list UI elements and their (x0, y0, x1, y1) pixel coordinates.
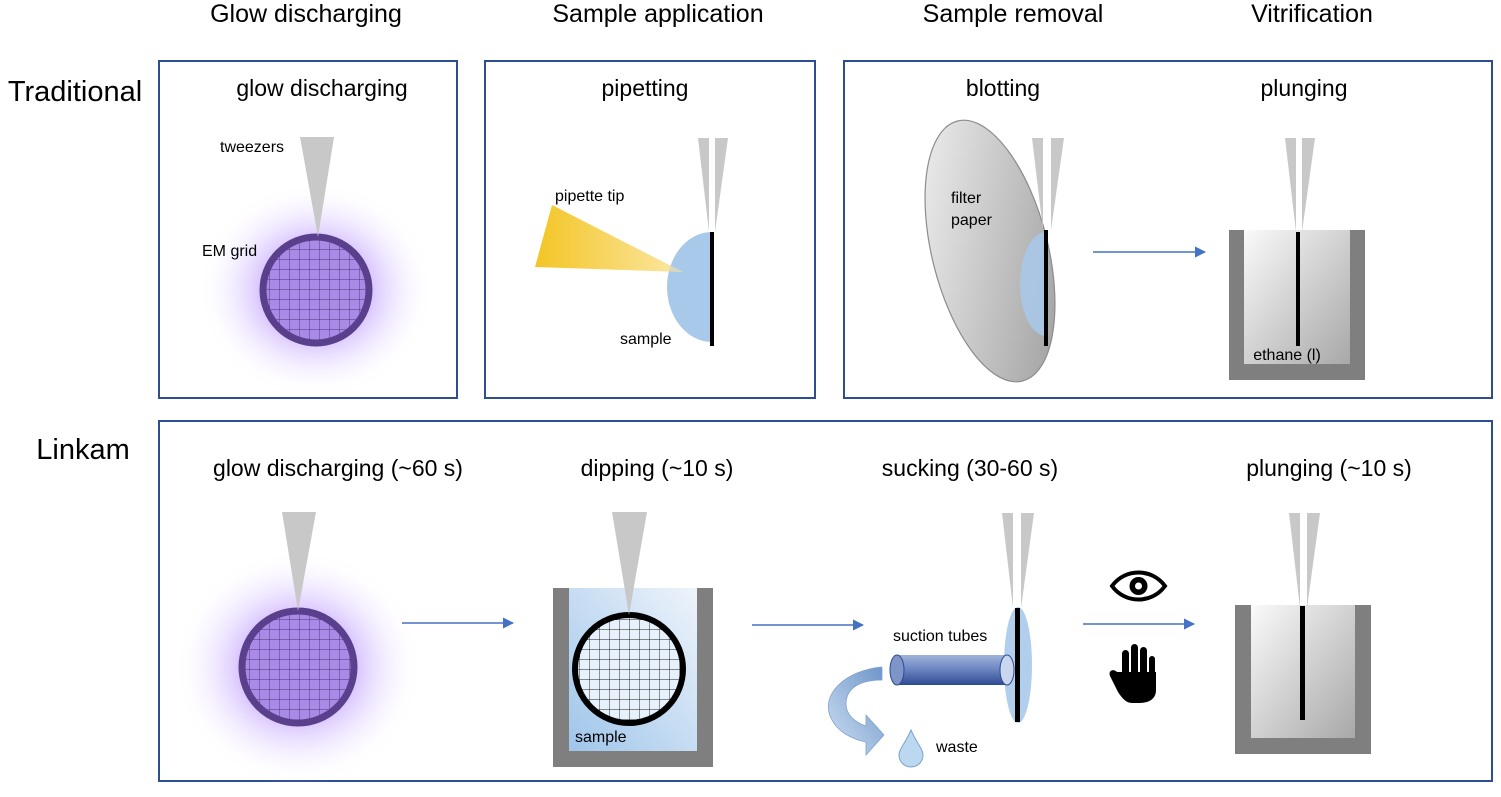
em-grid (572, 612, 686, 726)
panel-traditional-pipetting (484, 60, 816, 399)
em-grid-side (1296, 232, 1300, 346)
label-em-grid: EM grid (202, 243, 257, 260)
panel-traditional-glow (158, 60, 458, 399)
step-linkam-sucking: sucking (30-60 s) (882, 455, 1058, 481)
tweezers-right (1302, 138, 1315, 232)
step-blotting: blotting (966, 75, 1040, 101)
label-filter: filter (951, 190, 982, 207)
panel-traditional-blot-plunge (843, 60, 1493, 399)
pipette-tip (535, 205, 683, 272)
step-pipetting: pipetting (602, 75, 689, 101)
tweezers (612, 512, 647, 615)
tweezers-right (1307, 513, 1320, 608)
column-title-vitrification: Vitrification (1251, 0, 1373, 28)
step-plunging: plunging (1261, 75, 1348, 101)
em-grid-side (1300, 606, 1305, 720)
eye-icon (1109, 570, 1168, 602)
tweezers-right (715, 138, 728, 232)
label-paper: paper (951, 212, 993, 229)
tweezers-left (1002, 513, 1013, 608)
sample-droplet (667, 232, 712, 342)
label-sample: sample (620, 331, 672, 348)
column-title-glow-discharging: Glow discharging (210, 0, 402, 28)
tweezers-right (1051, 138, 1064, 230)
row-title-linkam: Linkam (36, 434, 130, 466)
em-grid-side (710, 232, 714, 346)
em-grid-side (1015, 608, 1020, 722)
label-tweezers: tweezers (220, 139, 284, 156)
blot-sample (1020, 232, 1046, 336)
panel-linkam (158, 420, 1493, 782)
tweezers-left (1032, 138, 1043, 230)
tweezers-left (1285, 138, 1296, 232)
step-linkam-dipping: dipping (~10 s) (581, 455, 734, 481)
em-grid (259, 233, 373, 347)
tweezers-left (1289, 513, 1300, 608)
tweezers-right (1021, 513, 1034, 608)
em-grid-side (1044, 230, 1048, 346)
column-title-sample-removal: Sample removal (923, 0, 1104, 28)
label-suction-tubes: suction tubes (893, 628, 987, 645)
tweezers (282, 512, 316, 611)
step-glow-discharging: glow discharging (236, 75, 407, 101)
row-title-traditional: Traditional (8, 76, 142, 108)
label-sample: sample (575, 729, 627, 746)
label-waste: waste (935, 739, 978, 756)
label-pipette-tip: pipette tip (555, 188, 624, 205)
label-ethane: ethane (l) (1253, 347, 1321, 364)
waste-flow-arrow (827, 666, 885, 757)
tweezers-left (698, 138, 709, 232)
column-title-sample-application: Sample application (552, 0, 763, 28)
suction-tube (889, 654, 1015, 686)
em-grid (238, 607, 358, 727)
step-linkam-plunging: plunging (~10 s) (1246, 455, 1412, 481)
hand-icon (1109, 644, 1156, 703)
tweezers (300, 137, 334, 237)
waste-drop (898, 728, 924, 768)
step-linkam-glow: glow discharging (~60 s) (213, 455, 463, 481)
